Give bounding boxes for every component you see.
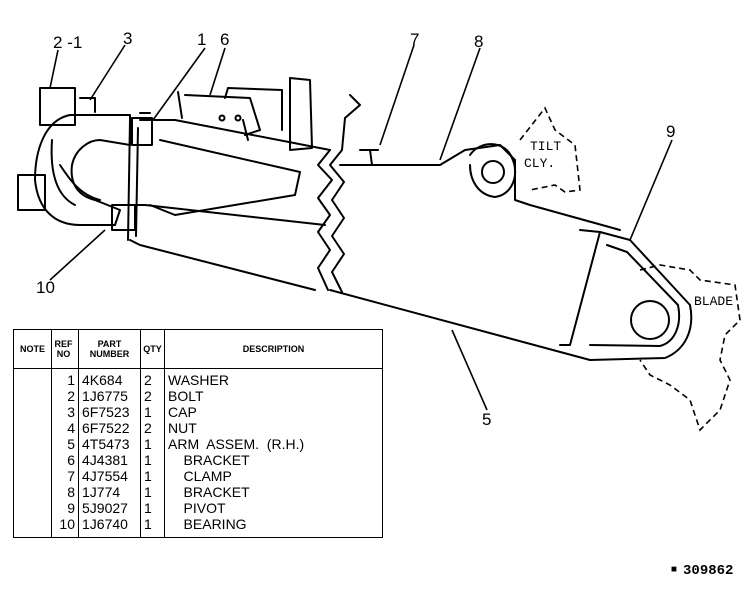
callout-3: 3	[123, 29, 132, 48]
cell-part: 4K684	[78, 368, 141, 388]
drawing-number-text: 309862	[683, 563, 734, 579]
blade-phantom	[639, 264, 741, 432]
break-line	[317, 94, 361, 293]
callout-5: 5	[482, 410, 491, 429]
cell-qty: 1	[140, 484, 165, 500]
cell-ref: 2	[51, 388, 79, 404]
cell-qty: 1	[140, 404, 165, 420]
cell-qty: 1	[140, 436, 165, 452]
table-row: 1 4K684 2 WASHER	[13, 368, 383, 388]
cell-qty: 1	[140, 468, 165, 484]
bracket-item-6	[177, 77, 313, 151]
cell-ref: 7	[51, 468, 79, 484]
table-row: 6 4J4381 1 BRACKET	[13, 452, 383, 468]
cell-part: 4J4381	[78, 452, 141, 468]
cell-note	[13, 484, 52, 500]
cell-part: 4T5473	[78, 436, 141, 452]
callout-10: 10	[36, 278, 55, 297]
callout-2-1: 2 -1	[53, 33, 82, 52]
cell-note	[13, 500, 52, 516]
bearing-cap-assembly	[17, 87, 131, 226]
cell-note	[13, 436, 52, 452]
cell-description: BEARING	[164, 516, 383, 538]
cell-ref: 1	[51, 368, 79, 388]
cell-part: 4J7554	[78, 468, 141, 484]
cell-qty: 1	[140, 500, 165, 516]
table-row: 2 1J6775 2 BOLT	[13, 388, 383, 404]
cell-part: 5J9027	[78, 500, 141, 516]
cell-part: 1J6775	[78, 388, 141, 404]
callout-6: 6	[220, 30, 229, 49]
tilt-note-line2: CLY.	[524, 156, 555, 171]
cell-description: WASHER	[164, 368, 383, 388]
cell-description: CAP	[164, 404, 383, 420]
cell-note	[13, 368, 52, 388]
cell-note	[13, 420, 52, 436]
table-row: 5 4T5473 1 ARM ASSEM. (R.H.)	[13, 436, 383, 452]
cell-note	[13, 388, 52, 404]
drawing-number: ■ 309862	[671, 563, 733, 579]
cell-part: 6F7523	[78, 404, 141, 420]
header-description: DESCRIPTION	[164, 329, 383, 369]
table-row: 3 6F7523 1 CAP	[13, 404, 383, 420]
callout-1: 1	[197, 30, 206, 49]
cell-description: BRACKET	[164, 484, 383, 500]
cell-qty: 1	[140, 452, 165, 468]
cell-qty: 2	[140, 368, 165, 388]
cell-qty: 1	[140, 516, 165, 538]
cell-description: BOLT	[164, 388, 383, 404]
tilt-cylinder-bracket	[469, 143, 517, 198]
cell-qty: 2	[140, 420, 165, 436]
cell-ref: 4	[51, 420, 79, 436]
cell-description: BRACKET	[164, 452, 383, 468]
header-note: NOTE	[13, 329, 52, 369]
cell-ref: 3	[51, 404, 79, 420]
cell-part: 6F7522	[78, 420, 141, 436]
table-row: 9 5J9027 1 PIVOT	[13, 500, 383, 516]
table-row: 4 6F7522 2 NUT	[13, 420, 383, 436]
tilt-note-line1: TILT	[530, 139, 561, 154]
cell-description: CLAMP	[164, 468, 383, 484]
cell-note	[13, 404, 52, 420]
blade-note: BLADE	[694, 294, 733, 309]
drawing-mark-icon: ■	[671, 564, 678, 576]
cell-note	[13, 452, 52, 468]
cell-description: PIVOT	[164, 500, 383, 516]
cell-part: 1J6740	[78, 516, 141, 538]
cell-description: NUT	[164, 420, 383, 436]
cell-note	[13, 516, 52, 538]
cell-ref: 9	[51, 500, 79, 516]
table-row: 10 1J6740 1 BEARING	[13, 516, 383, 538]
cell-qty: 2	[140, 388, 165, 404]
bolt-nut-set	[111, 112, 153, 231]
callout-9: 9	[666, 122, 675, 141]
callout-8: 8	[474, 32, 483, 51]
table-row: 7 4J7554 1 CLAMP	[13, 468, 383, 484]
cell-description: ARM ASSEM. (R.H.)	[164, 436, 383, 452]
callout-7: 7	[410, 30, 419, 49]
pivot-end	[589, 231, 693, 361]
cell-ref: 5	[51, 436, 79, 452]
arm-left-section	[127, 119, 331, 291]
cell-ref: 6	[51, 452, 79, 468]
cell-ref: 8	[51, 484, 79, 500]
tilt-cylinder-phantom	[519, 106, 581, 193]
cell-ref: 10	[51, 516, 79, 538]
header-qty: QTY	[140, 329, 165, 369]
arm-right-section	[329, 144, 621, 361]
cell-note	[13, 468, 52, 484]
cell-part: 1J774	[78, 484, 141, 500]
table-row: 8 1J774 1 BRACKET	[13, 484, 383, 500]
